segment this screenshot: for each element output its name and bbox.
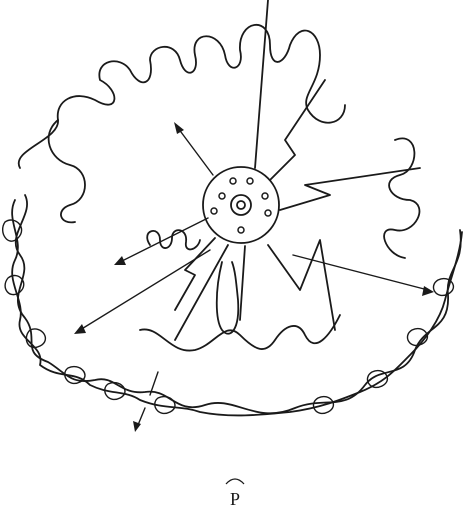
center-dot xyxy=(238,227,244,233)
small-coil xyxy=(147,230,200,249)
label-arc-accent xyxy=(226,479,244,484)
center-dot xyxy=(211,208,217,214)
center-dot xyxy=(230,178,236,184)
u-loop xyxy=(217,262,239,334)
arrowhead xyxy=(74,324,86,334)
central-circle xyxy=(203,167,279,243)
arrow-left xyxy=(120,218,208,262)
arrowhead xyxy=(133,421,141,432)
helix-twist xyxy=(26,329,45,347)
arrow-lower-right xyxy=(293,255,428,290)
arrowhead xyxy=(174,122,184,134)
dashed-arrow-down xyxy=(138,372,158,425)
upper-wavy-chain xyxy=(19,25,345,168)
helix-twist xyxy=(433,279,453,296)
central-particle xyxy=(203,167,279,243)
arrow-upper-left xyxy=(178,128,213,175)
figure-label: P xyxy=(226,479,244,509)
center-dot xyxy=(262,193,268,199)
arrowhead xyxy=(422,286,434,296)
right-spiral xyxy=(384,138,419,258)
center-dot xyxy=(247,178,253,184)
center-dot xyxy=(265,210,271,216)
center-dot xyxy=(219,193,225,199)
arrow-far-lower-left xyxy=(80,250,210,330)
bullseye-inner xyxy=(237,201,245,209)
zigzag-lower-right xyxy=(268,240,335,330)
zigzag-upper-right xyxy=(270,80,325,180)
figure-label-text: P xyxy=(230,489,240,509)
helix-ring xyxy=(3,195,462,415)
zigzag-right xyxy=(280,168,420,210)
bullseye-outer xyxy=(231,195,251,215)
descending-line xyxy=(240,246,245,320)
zigzag-lower-left xyxy=(175,238,215,310)
left-wavy-segment xyxy=(49,120,85,222)
helix-strand-a xyxy=(12,200,462,415)
